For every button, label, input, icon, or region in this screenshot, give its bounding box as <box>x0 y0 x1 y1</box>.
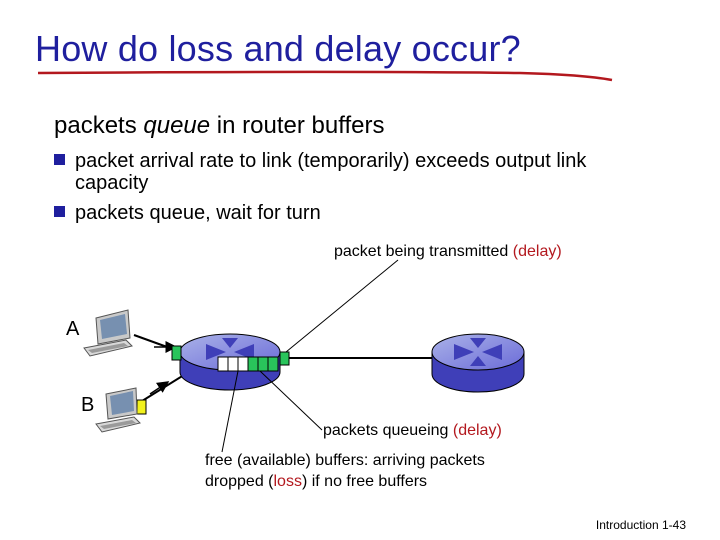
intro-emphasis: queue <box>143 112 211 139</box>
bullet-text: packet arrival rate to link (temporarily… <box>75 150 587 172</box>
intro-before: packets <box>54 112 144 139</box>
label-free-buffers: free (available) buffers: arriving packe… <box>205 450 485 492</box>
queued-packet <box>247 356 259 372</box>
callout-transmitted <box>285 259 399 353</box>
label-delay: (delay) <box>512 243 562 260</box>
label-text: ) if no free buffers <box>301 473 428 490</box>
label-text: packets queueing <box>323 422 453 439</box>
free-buffer-slot <box>237 356 249 372</box>
intro-text: packets queue in router buffers <box>54 112 384 140</box>
queued-packet <box>257 356 269 372</box>
label-text: packet being transmitted <box>334 243 513 260</box>
output-buffer <box>217 356 279 372</box>
arriving-packet-b <box>136 399 147 415</box>
bullet-text: packets queue, wait for turn <box>75 202 321 224</box>
bullet-continuation: capacity <box>75 172 149 194</box>
footer-text: Introduction <box>595 518 659 532</box>
page-title: How do loss and delay occur? <box>35 28 521 69</box>
label-delay: (delay) <box>452 422 502 439</box>
label-loss: loss <box>273 473 302 490</box>
free-buffer-slot <box>227 356 239 372</box>
host-b-label: B <box>81 394 95 416</box>
host-a-label: A <box>66 318 80 340</box>
router-icon <box>431 333 525 393</box>
label-line: free (available) buffers: arriving packe… <box>205 452 485 469</box>
label-packet-transmitted: packet being transmitted (delay) <box>334 241 562 262</box>
slide-footer: Introduction 1-43 <box>596 518 686 532</box>
callout-free-buffers <box>221 370 239 453</box>
intro-after: in router buffers <box>210 112 385 139</box>
bullet-square-icon <box>54 154 65 165</box>
title-underline <box>37 70 613 82</box>
transmitting-packet <box>279 351 290 366</box>
arrival-arrow-b <box>149 381 170 395</box>
label-text: dropped ( <box>205 473 274 490</box>
computer-icon <box>95 387 141 433</box>
queued-packet <box>267 356 279 372</box>
free-buffer-slot <box>217 356 229 372</box>
label-packets-queueing: packets queueing (delay) <box>323 420 502 441</box>
arriving-packet-a <box>171 345 182 361</box>
callout-queueing <box>259 370 323 431</box>
computer-icon <box>83 309 133 357</box>
bullet-item: packets queue, wait for turn <box>54 202 321 224</box>
bullet-item: packet arrival rate to link (temporarily… <box>54 150 586 172</box>
label-line: dropped (loss) if no free buffers <box>205 471 485 492</box>
page-number: 1-43 <box>661 518 686 532</box>
bullet-square-icon <box>54 206 65 217</box>
